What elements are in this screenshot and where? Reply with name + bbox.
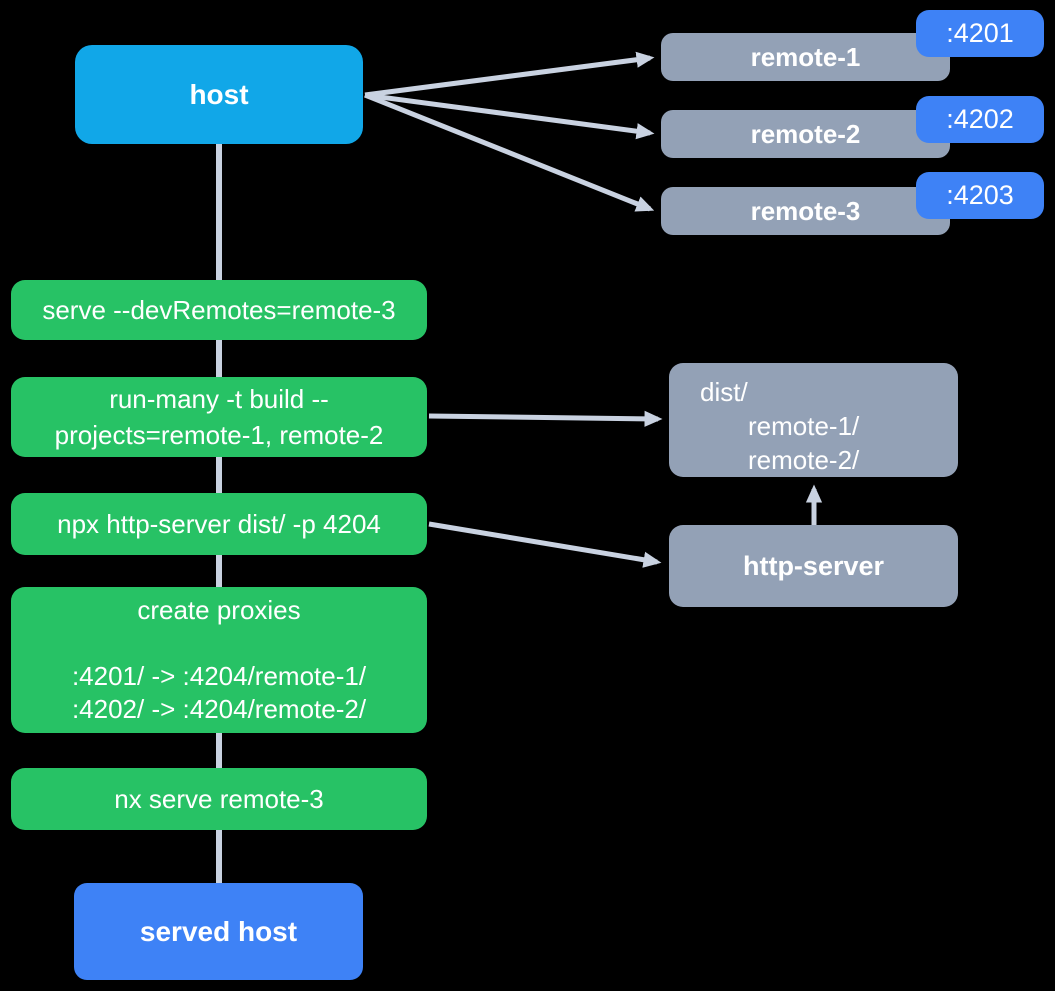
port-badge-4203-label: :4203 bbox=[946, 180, 1014, 210]
dist-remote-2-line: remote-2/ bbox=[748, 445, 860, 475]
port-badge-4202-label: :4202 bbox=[946, 104, 1014, 134]
node-served-host: served host bbox=[74, 883, 363, 980]
edge-host-to-remote-1 bbox=[364, 51, 655, 98]
step-create-proxies: create proxies :4201/ -> :4204/remote-1/… bbox=[11, 587, 427, 733]
node-remote-2: remote-2 bbox=[661, 110, 950, 158]
remote-1-label: remote-1 bbox=[750, 41, 861, 72]
dist-remote-1-line: remote-1/ bbox=[748, 411, 860, 441]
node-dist-folder: dist/ remote-1/ remote-2/ bbox=[669, 363, 958, 477]
served-host-label: served host bbox=[139, 915, 298, 947]
step-nx-serve-remote-3-label: nx serve remote-3 bbox=[114, 784, 324, 814]
step-run-many-build-line-1: run-many -t build -- bbox=[109, 384, 329, 414]
edge-run-many-to-dist bbox=[428, 410, 663, 427]
step-serve-dev-remotes-label: serve --devRemotes=remote-3 bbox=[42, 295, 396, 325]
node-remote-1: remote-1 bbox=[661, 33, 950, 81]
edge-host-to-remote-2 bbox=[364, 92, 655, 140]
port-badge-4201-label: :4201 bbox=[946, 18, 1014, 48]
host-label: host bbox=[189, 78, 249, 110]
step-create-proxies-rule-2: :4202/ -> :4204/remote-2/ bbox=[71, 694, 367, 724]
edge-http-server-cmd-to-http-server bbox=[428, 521, 662, 568]
port-badge-4201: :4201 bbox=[916, 10, 1044, 57]
node-http-server: http-server bbox=[669, 525, 958, 607]
dist-folder-line: dist/ bbox=[700, 377, 748, 407]
step-npx-http-server-label: npx http-server dist/ -p 4204 bbox=[57, 509, 381, 539]
port-badge-4203: :4203 bbox=[916, 172, 1044, 219]
edge-host-to-remote-3 bbox=[364, 92, 655, 212]
node-host: host bbox=[75, 45, 363, 144]
step-create-proxies-rule-1: :4201/ -> :4204/remote-1/ bbox=[71, 661, 367, 691]
step-serve-dev-remotes: serve --devRemotes=remote-3 bbox=[11, 280, 427, 340]
step-run-many-build: run-many -t build -- projects=remote-1, … bbox=[11, 377, 427, 457]
node-remote-3: remote-3 bbox=[661, 187, 950, 235]
step-run-many-build-line-2: projects=remote-1, remote-2 bbox=[54, 420, 384, 450]
port-badge-4202: :4202 bbox=[916, 96, 1044, 143]
remote-3-label: remote-3 bbox=[750, 195, 861, 226]
remote-2-label: remote-2 bbox=[750, 118, 861, 149]
http-server-label: http-server bbox=[742, 550, 885, 581]
step-npx-http-server: npx http-server dist/ -p 4204 bbox=[11, 493, 427, 555]
step-create-proxies-title: create proxies bbox=[137, 595, 301, 625]
step-nx-serve-remote-3: nx serve remote-3 bbox=[11, 768, 427, 830]
